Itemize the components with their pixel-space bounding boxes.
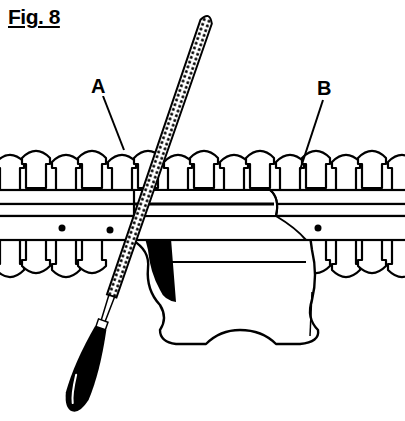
rivet xyxy=(59,225,66,232)
figure-title: Fig. 8 xyxy=(8,6,60,27)
rivet xyxy=(315,225,322,232)
vise-edge xyxy=(150,261,306,263)
part-label: B xyxy=(315,78,333,98)
front-teeth xyxy=(22,151,386,188)
blade-bar xyxy=(0,216,405,240)
vise-jaw xyxy=(134,190,277,216)
leader-line xyxy=(103,96,124,150)
vise-jaw-edge xyxy=(270,190,306,240)
leader-line xyxy=(300,100,323,170)
file-tool xyxy=(60,12,220,415)
part-label: A xyxy=(89,76,107,96)
vise-edge xyxy=(310,292,312,336)
rivet xyxy=(107,227,114,234)
vise-jaw-line xyxy=(134,203,274,206)
